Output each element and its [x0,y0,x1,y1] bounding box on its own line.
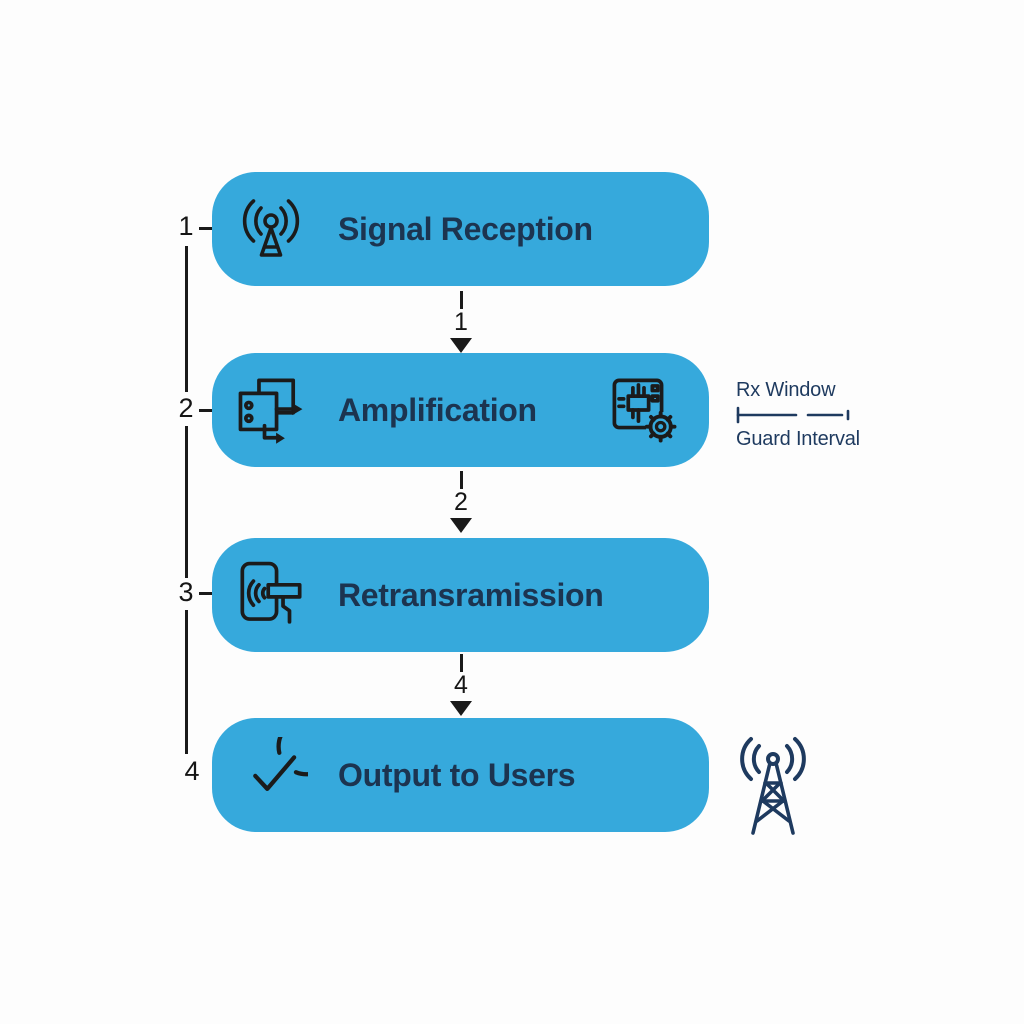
step-label: Amplification [338,391,537,428]
step-label: Retransramission [338,576,604,613]
rail-tick [199,592,213,595]
antenna-icon [234,192,308,266]
radio-tower-icon [727,735,819,839]
connector-line [459,291,463,309]
connector-label: 1 [454,308,468,336]
interval-timeline-icon [736,406,850,424]
rx-window-label: Rx Window [736,379,836,401]
connector-line [459,654,463,672]
arrowhead-icon [450,517,472,533]
connector-line [459,471,463,489]
step-number-3: 3 [178,577,194,607]
step-number-4: 4 [184,756,200,786]
connector-label: 2 [454,488,468,516]
scan-device-icon [234,558,308,632]
repeater-icon [234,373,308,447]
rail-line-segment [185,426,188,578]
step-number-1: 1 [178,211,194,241]
rail-line-segment [185,246,188,392]
check-circle-icon [234,737,308,812]
step-label: Signal Reception [338,210,593,247]
rail-tick [199,409,213,412]
step-label: Output to Users [338,756,576,793]
step-box-3: Retransramission [212,538,709,652]
step-number-2: 2 [178,393,194,423]
connector-1: 1 [409,291,513,353]
step-box-1: Signal Reception [212,172,709,286]
rail-tick [199,227,213,230]
connector-3: 4 [409,654,513,716]
rx-window-annotation: Rx Window Guard Interval [736,379,886,450]
guard-interval-label: Guard Interval [736,428,860,450]
step-box-2: Amplification [212,353,709,467]
arrowhead-icon [450,337,472,353]
connector-2: 2 [409,471,513,533]
connector-label: 4 [454,671,468,699]
arrowhead-icon [450,700,472,716]
chip-gear-icon [607,373,681,447]
step-box-4: Output to Users [212,718,709,832]
rail-line-segment [185,610,188,754]
